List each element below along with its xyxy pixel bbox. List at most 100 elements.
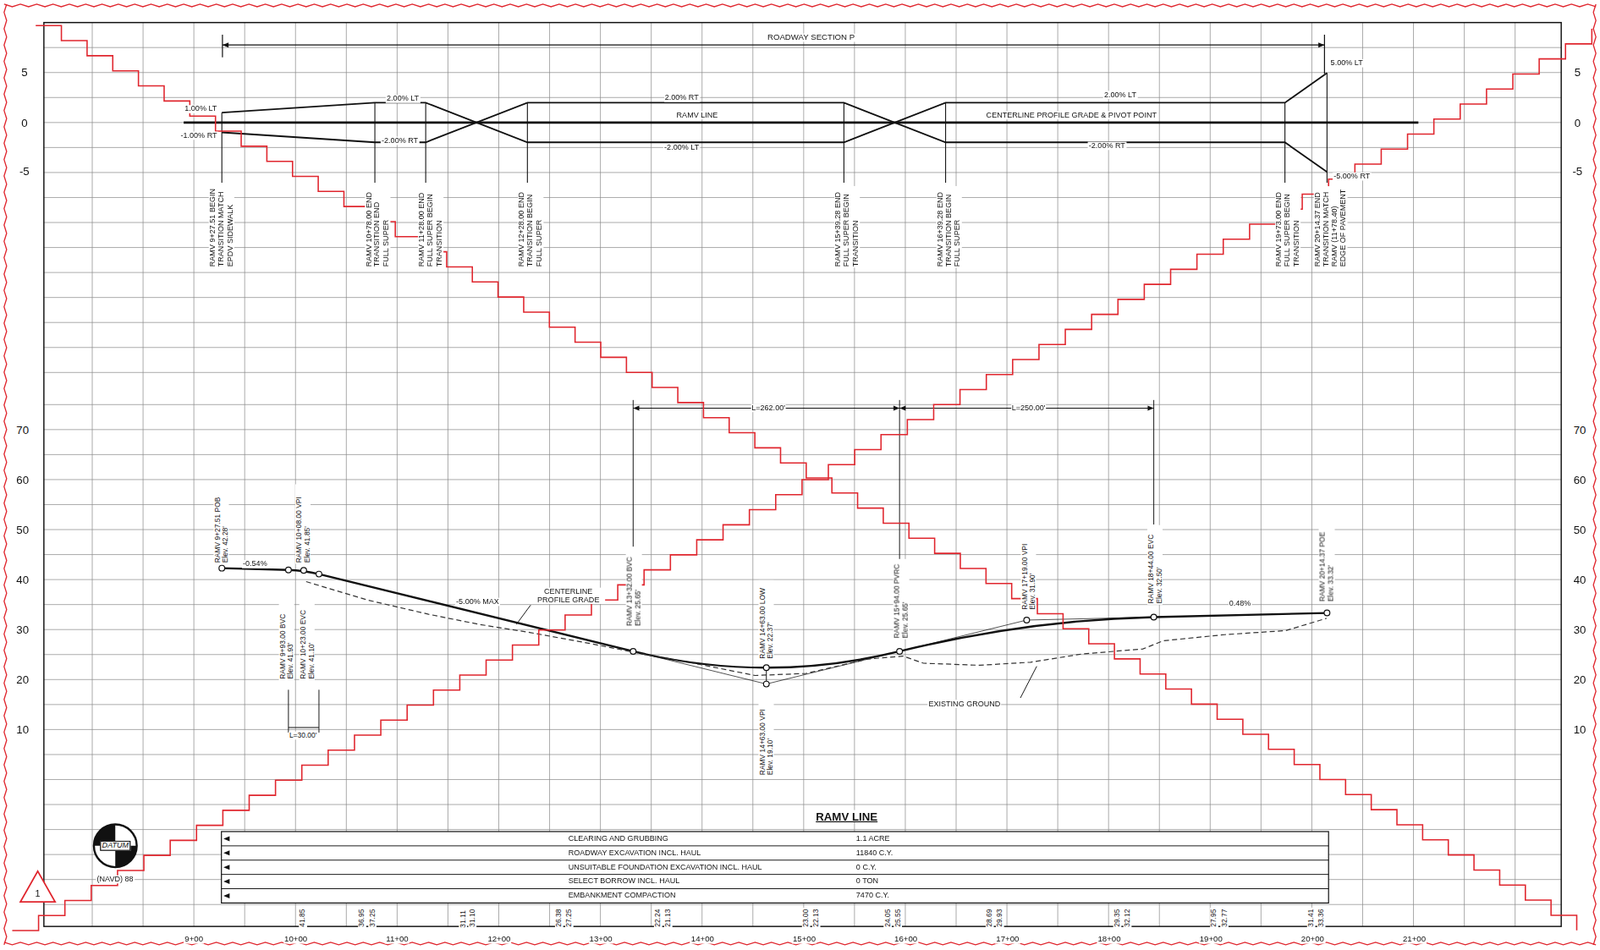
elevation-number: 26.38 xyxy=(555,907,563,929)
grid-line xyxy=(43,322,1562,324)
station-number: 18+00 xyxy=(1096,934,1122,945)
station-note: RAMV 14+63.00 VPI Elev. 19.10' xyxy=(758,696,775,776)
sheet-frame xyxy=(43,22,1562,928)
arrowhead xyxy=(899,405,906,411)
elevation-number: 31.41 xyxy=(1307,907,1315,929)
triangle-outline xyxy=(20,871,55,902)
elevation-number: 37.25 xyxy=(368,907,376,929)
dimension-line xyxy=(222,44,1325,46)
grid-line xyxy=(1108,22,1110,928)
axis-number: 60 xyxy=(15,473,30,487)
arrowhead xyxy=(223,893,230,899)
grid-line xyxy=(1514,22,1516,928)
station-note: RAMV 11+28.00 END FULL SUPER BEGIN TRANS… xyxy=(417,185,444,267)
revision-number: 1 xyxy=(33,890,41,901)
arrowhead xyxy=(223,835,230,842)
table-cell: UNSUITABLE FOUNDATION EXCAVATION INCL. H… xyxy=(567,863,764,872)
table-cell: SELECT BORROW INCL. HAUL xyxy=(567,877,682,886)
arrowhead xyxy=(893,405,900,411)
control-point xyxy=(1023,617,1030,624)
arrowhead xyxy=(223,879,230,885)
elevation-number: 33.36 xyxy=(1317,907,1326,929)
control-point xyxy=(316,571,323,578)
grid-line xyxy=(650,22,652,928)
arrowhead xyxy=(632,405,639,411)
markup-border xyxy=(4,4,7,946)
axis-number: 20 xyxy=(15,673,30,687)
extension-line xyxy=(287,689,289,733)
grid-line xyxy=(43,703,1562,705)
elevation-number: 31.10 xyxy=(467,907,476,929)
station-tick xyxy=(945,102,946,183)
station-note: RAMV 15+94.00 PVRC Elev. 25.65' xyxy=(893,559,910,639)
grid-line xyxy=(43,296,1562,298)
dimension-tick xyxy=(1324,34,1326,74)
centerline xyxy=(183,121,1419,125)
grid-line xyxy=(1159,22,1161,928)
elevation-number: 25.55 xyxy=(893,907,902,929)
grid-line xyxy=(802,22,804,928)
station-note: RAMV 12+28.00 END TRANSITION BEGIN FULL … xyxy=(517,185,544,267)
station-number: 14+00 xyxy=(690,934,716,945)
table-cell: EMBANKMENT COMPACTION xyxy=(567,891,677,901)
grid-line xyxy=(346,22,347,928)
grid-line xyxy=(43,629,1562,631)
extension-line xyxy=(1153,400,1155,525)
slope-label: -5.00% RT xyxy=(1332,172,1371,182)
axis-number: 60 xyxy=(1572,473,1587,487)
grid-line xyxy=(599,22,601,928)
leader-line xyxy=(1020,666,1037,699)
station-number: 13+00 xyxy=(588,934,614,945)
curve-length: L=262.00' xyxy=(750,404,787,413)
elevation-number: 22.13 xyxy=(812,907,820,929)
elevation-number: 41.85 xyxy=(298,907,307,929)
station-note: RAMV 10+08.00 VPI Elev. 41.85' xyxy=(295,483,312,564)
station-number: 12+00 xyxy=(486,934,512,945)
dimension-line xyxy=(288,726,319,728)
right-edge-slope xyxy=(221,102,1327,172)
revision-triangle: 1 xyxy=(18,869,58,905)
axis-number: 10 xyxy=(15,723,30,737)
grid-line xyxy=(92,22,94,928)
station-number: 19+00 xyxy=(1198,934,1224,945)
elevation-number: 24.05 xyxy=(883,907,891,929)
left-edge-slope xyxy=(221,72,1327,143)
station-tick xyxy=(527,102,528,183)
dimension-tick xyxy=(221,34,223,58)
grid-line xyxy=(295,22,297,928)
grid-line xyxy=(498,22,500,928)
station-number: 20+00 xyxy=(1300,934,1326,945)
arrowhead xyxy=(1147,405,1154,411)
station-number: 11+00 xyxy=(384,934,410,945)
grid-line xyxy=(43,504,1562,506)
control-point xyxy=(763,681,770,688)
axis-number: -5 xyxy=(1571,164,1584,178)
extension-line xyxy=(632,400,634,548)
station-note: RAMV 14+63.00 LOW Elev. 22.37' xyxy=(758,579,775,660)
grid-line xyxy=(43,829,1562,831)
station-number: 21+00 xyxy=(1402,934,1428,945)
axis-number: 50 xyxy=(15,523,30,537)
grid-line xyxy=(142,22,144,928)
grid-line xyxy=(43,147,1562,149)
markup-border xyxy=(4,4,1596,7)
station-tick xyxy=(221,112,223,183)
axis-number: 5 xyxy=(1573,65,1583,79)
elevation-number: 23.00 xyxy=(802,907,810,929)
control-point xyxy=(630,648,637,655)
station-note: RAMV 15+39.28 END FULL SUPER BEGIN TRANS… xyxy=(834,185,860,267)
slope-label: -2.00% RT xyxy=(380,137,419,146)
station-number: 9+00 xyxy=(183,934,204,945)
axis-number: 30 xyxy=(15,623,30,637)
table-cell: 0 TON xyxy=(855,877,880,886)
grid-line xyxy=(43,372,1562,374)
station-tick xyxy=(1284,102,1286,183)
grid-line xyxy=(43,272,1562,274)
table-cell: ROADWAY EXCAVATION INCL. HAUL xyxy=(567,848,703,858)
station-note: RAMV 9+27.51 BEGIN TRANSITION MATCH EPDV… xyxy=(208,185,235,267)
elevation-number: 36.95 xyxy=(357,907,366,929)
existing-ground-line xyxy=(306,582,1327,677)
station-number: 16+00 xyxy=(893,934,919,945)
table-cell: CLEARING AND GRUBBING xyxy=(567,835,671,844)
